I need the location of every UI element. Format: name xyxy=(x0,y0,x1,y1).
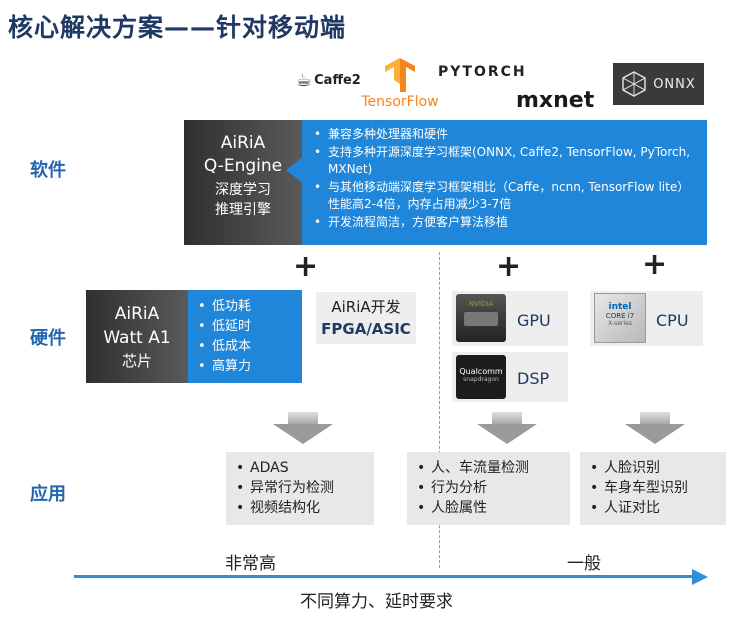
watt-feature: 低成本 xyxy=(198,337,302,357)
down-arrow-icon xyxy=(273,412,333,444)
application-item: 人、车流量检测 xyxy=(417,458,570,478)
application-item: 视频结构化 xyxy=(236,498,374,518)
watt-feature: 低功耗 xyxy=(198,297,302,317)
row-label-application: 应用 xyxy=(30,484,66,505)
engine-feature: 与其他移动端深度学习框架相比（Caffe，ncnn, TensorFlow li… xyxy=(314,179,699,214)
coffee-cup-icon: ☕ xyxy=(296,70,313,91)
axis-label-high: 非常高 xyxy=(225,554,276,574)
axis-arrow-icon xyxy=(692,569,708,585)
watt-feature: 高算力 xyxy=(198,357,302,377)
application-box-left: ADAS 异常行为检测 视频结构化 xyxy=(226,452,374,525)
down-arrow-icon xyxy=(477,412,537,444)
engine-pointer xyxy=(286,156,304,184)
watt-chip-title-box: AiRiA Watt A1 芯片 xyxy=(86,290,188,383)
down-arrow-icon xyxy=(625,412,685,444)
engine-feature: 支持多种开源深度学习框架(ONNX, Caffe2, TensorFlow, P… xyxy=(314,144,699,179)
page-title: 核心解决方案——针对移动端 xyxy=(8,13,347,42)
application-item: ADAS xyxy=(236,458,374,478)
pytorch-logo: PYTORCH xyxy=(438,64,527,80)
engine-feature: 兼容多种处理器和硬件 xyxy=(314,126,699,144)
intel-chip-icon: intel CORE i7 X-series xyxy=(594,293,646,343)
watt-chip-features: 低功耗 低延时 低成本 高算力 xyxy=(188,290,302,383)
onnx-logo: ONNX xyxy=(613,63,704,105)
application-item: 车身车型识别 xyxy=(590,478,726,498)
onnx-icon xyxy=(622,71,646,97)
axis-label-normal: 一般 xyxy=(567,554,601,574)
caffe2-logo: ☕ Caffe2 xyxy=(296,70,361,91)
nvidia-chip-icon: NVIDIA xyxy=(456,294,506,342)
tensorflow-logo: TensorFlow xyxy=(358,58,442,110)
gpu-label: GPU xyxy=(517,311,551,330)
dsp-label: DSP xyxy=(517,369,550,388)
plus-sign: + xyxy=(293,249,319,284)
row-label-software: 软件 xyxy=(30,160,66,181)
plus-sign: + xyxy=(642,247,668,282)
axis-line xyxy=(74,575,696,578)
fpga-box: AiRiA开发 FPGA/ASIC xyxy=(316,292,416,344)
engine-features: 兼容多种处理器和硬件 支持多种开源深度学习框架(ONNX, Caffe2, Te… xyxy=(302,120,707,245)
application-box-right: 人脸识别 车身车型识别 人证对比 xyxy=(580,452,726,525)
qualcomm-chip-icon: Qualcomm snapdragon xyxy=(456,355,506,399)
application-item: 人证对比 xyxy=(590,498,726,518)
tensorflow-icon xyxy=(385,58,415,92)
plus-sign: + xyxy=(496,249,522,284)
application-item: 异常行为检测 xyxy=(236,478,374,498)
cpu-label: CPU xyxy=(656,311,689,330)
vertical-divider xyxy=(439,252,440,568)
engine-title-box: AiRiA Q-Engine 深度学习 推理引擎 xyxy=(184,120,302,245)
axis-caption: 不同算力、延时要求 xyxy=(300,592,453,612)
mxnet-logo: mxnet xyxy=(516,88,595,113)
watt-feature: 低延时 xyxy=(198,317,302,337)
application-item: 人脸识别 xyxy=(590,458,726,478)
application-box-middle: 人、车流量检测 行为分析 人脸属性 xyxy=(407,452,570,525)
application-item: 人脸属性 xyxy=(417,498,570,518)
application-item: 行为分析 xyxy=(417,478,570,498)
row-label-hardware: 硬件 xyxy=(30,328,66,349)
engine-feature: 开发流程简洁，方便客户算法移植 xyxy=(314,214,699,232)
